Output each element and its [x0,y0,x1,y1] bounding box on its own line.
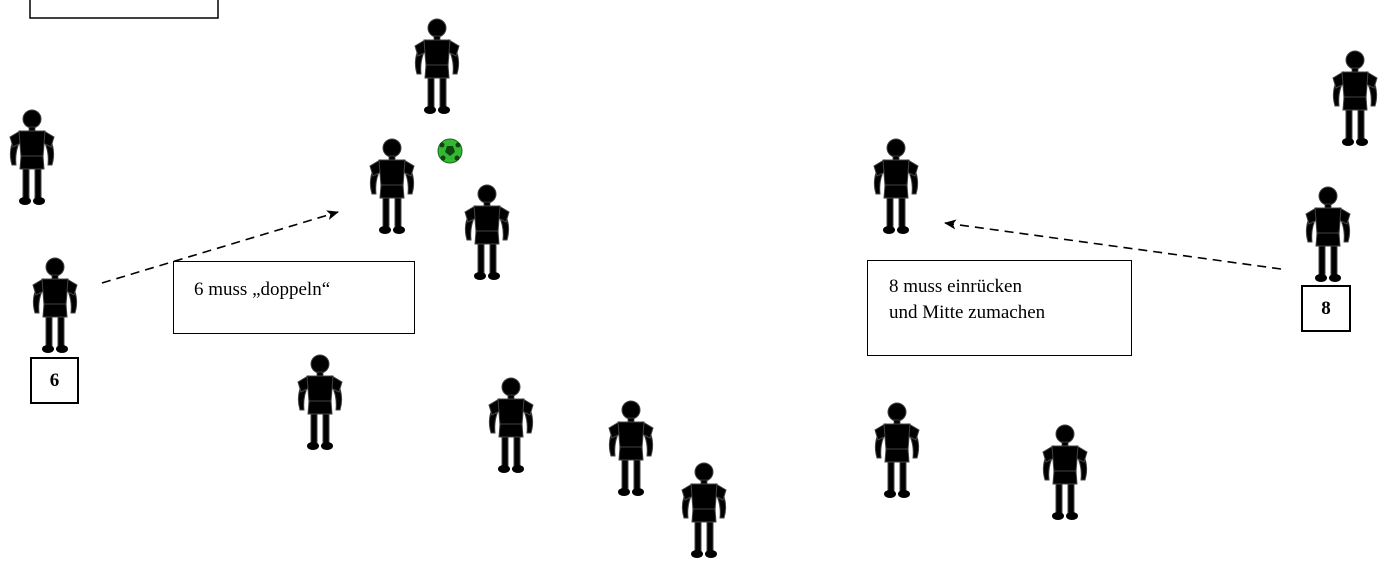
player-red [1332,50,1378,147]
number-box-8: 8 [1301,285,1351,332]
player-blue-8 [1305,186,1351,283]
player-blue-6 [32,257,78,354]
callout-box-8: 8 muss einrücken und Mitte zumachen [867,260,1132,356]
top-left-box [29,0,219,19]
player-red [1042,424,1088,521]
player-blue [464,184,510,281]
callout-text-8-line2: und Mitte zumachen [889,302,1046,323]
player-blue [297,354,343,451]
player-ghost [873,138,919,235]
soccer-ball-icon [437,138,463,164]
arrow-6-to-ghost [101,210,339,284]
player-blue [681,462,727,559]
callout-text-8-line1: 8 muss einrücken [889,276,1022,297]
callout-box-6: 6 muss „doppeln“ [173,261,415,334]
arrow-8-to-ghost [944,219,1282,270]
player-blue [874,402,920,499]
player-red [608,400,654,497]
player-red [414,18,460,115]
player-red [9,109,55,206]
player-blue [488,377,534,474]
callout-text-6: 6 muss „doppeln“ [194,279,331,300]
number-box-6: 6 [30,357,79,404]
player-ghost [369,138,415,235]
